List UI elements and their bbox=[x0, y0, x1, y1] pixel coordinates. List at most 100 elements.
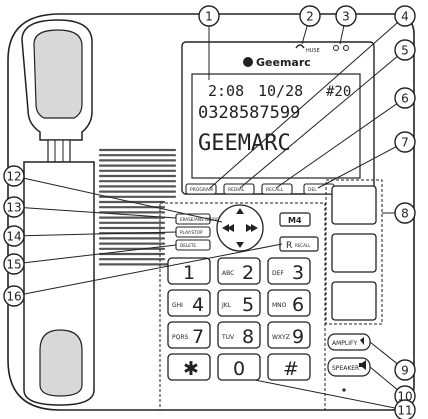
svg-text:PQRS: PQRS bbox=[172, 334, 189, 341]
svg-text:DELETE: DELETE bbox=[180, 243, 196, 248]
keypad-key-5[interactable]: JKL 5 bbox=[217, 289, 261, 317]
soft-key-2[interactable]: REDIAL bbox=[223, 183, 255, 195]
navigation-pad[interactable] bbox=[216, 204, 264, 252]
keypad-key-8[interactable]: TUV 8 bbox=[217, 321, 261, 349]
leader-line bbox=[13, 175, 223, 223]
svg-text:JKL: JKL bbox=[221, 302, 232, 309]
lcd-date: 10/28 bbox=[258, 82, 303, 100]
recall-button[interactable]: R RECALL bbox=[279, 236, 319, 252]
leader-line bbox=[13, 231, 177, 237]
svg-text:PROGRAM: PROGRAM bbox=[190, 187, 213, 193]
memory-key-3[interactable] bbox=[331, 281, 377, 321]
leader-line bbox=[209, 15, 406, 189]
svg-text:DEF: DEF bbox=[272, 270, 284, 277]
svg-text:3: 3 bbox=[342, 10, 350, 24]
svg-text:14: 14 bbox=[6, 230, 21, 244]
callout-16: 16 bbox=[3, 285, 25, 307]
svg-text:AMPLIFY: AMPLIFY bbox=[332, 340, 357, 347]
nav-down-arrow-icon[interactable] bbox=[236, 242, 244, 248]
keypad-key-12[interactable]: # bbox=[267, 353, 311, 381]
callout-1: 1 bbox=[198, 5, 220, 27]
speaker-grille bbox=[98, 148, 177, 266]
callout-5: 5 bbox=[394, 39, 416, 61]
soft-key-4[interactable]: DEL bbox=[303, 183, 335, 195]
nav-right-arrow-2-icon bbox=[246, 224, 253, 232]
svg-text:#: # bbox=[283, 358, 299, 380]
svg-text:0: 0 bbox=[233, 358, 245, 380]
svg-text:1: 1 bbox=[205, 10, 213, 24]
control-key-3[interactable]: DELETE bbox=[175, 239, 211, 251]
nav-left-arrow-2-icon bbox=[227, 224, 234, 232]
svg-text:15: 15 bbox=[6, 258, 21, 272]
keypad-frame bbox=[159, 202, 326, 411]
microphone-hole bbox=[342, 388, 346, 392]
soft-key-3[interactable]: RECALL bbox=[261, 183, 293, 195]
handset[interactable] bbox=[21, 19, 95, 406]
callout-12: 12 bbox=[3, 165, 25, 187]
svg-text:16: 16 bbox=[6, 290, 21, 304]
svg-text:2: 2 bbox=[306, 10, 314, 24]
svg-text:ERASE/ANS ON/OFF: ERASE/ANS ON/OFF bbox=[180, 217, 221, 222]
callout-6: 6 bbox=[394, 87, 416, 109]
nav-left-arrow-icon[interactable] bbox=[222, 224, 229, 232]
keypad-key-6[interactable]: MNO 6 bbox=[267, 289, 311, 317]
svg-text:RECALL: RECALL bbox=[295, 243, 311, 248]
callout-13: 13 bbox=[3, 196, 25, 218]
leader-line bbox=[317, 141, 406, 189]
lcd-count: #20 bbox=[326, 84, 351, 100]
callout-3: 3 bbox=[335, 5, 357, 27]
svg-text:WXYZ: WXYZ bbox=[272, 334, 290, 341]
svg-text:Geemarc: Geemarc bbox=[256, 56, 311, 69]
svg-text:REDIAL: REDIAL bbox=[228, 187, 245, 193]
leader-line bbox=[13, 244, 177, 265]
keypad-key-3[interactable]: DEF 3 bbox=[267, 257, 311, 285]
svg-text:SPEAKER: SPEAKER bbox=[332, 365, 359, 372]
svg-text:R: R bbox=[286, 241, 292, 251]
nav-up-arrow-icon[interactable] bbox=[236, 208, 244, 214]
svg-text:5: 5 bbox=[242, 294, 254, 316]
leader-line bbox=[275, 97, 406, 189]
svg-text:6: 6 bbox=[292, 294, 304, 316]
keypad-key-10[interactable]: ✱ bbox=[167, 353, 211, 381]
memory-key-1[interactable] bbox=[331, 185, 377, 225]
svg-text:TUV: TUV bbox=[221, 334, 235, 341]
svg-text:✱: ✱ bbox=[183, 358, 199, 380]
keypad-key-11[interactable]: 0 bbox=[217, 353, 261, 381]
svg-text:MNO: MNO bbox=[272, 302, 287, 309]
soft-key-1[interactable]: PROGRAM bbox=[185, 183, 217, 195]
svg-text:8: 8 bbox=[242, 326, 254, 348]
nav-right-arrow-icon[interactable] bbox=[251, 224, 258, 232]
amplify-button[interactable]: AMPLIFY bbox=[327, 333, 371, 351]
svg-text:7: 7 bbox=[401, 136, 409, 150]
lcd-name: GEEMARC bbox=[198, 131, 291, 156]
speaker-button[interactable]: SPEAKER bbox=[327, 357, 371, 377]
leader-line bbox=[239, 49, 406, 189]
memory-m4-button[interactable]: M4 bbox=[279, 212, 311, 227]
callout-15: 15 bbox=[3, 253, 25, 275]
svg-text:3: 3 bbox=[292, 262, 304, 284]
svg-text:9: 9 bbox=[292, 326, 304, 348]
control-key-2[interactable]: PLAY/STOP bbox=[175, 226, 211, 238]
callout-7: 7 bbox=[394, 131, 416, 153]
lcd-time: 2:08 bbox=[208, 82, 244, 100]
svg-text:7: 7 bbox=[192, 326, 204, 348]
lcd-number: 0328587599 bbox=[198, 103, 300, 123]
memory-keys-frame bbox=[325, 179, 383, 325]
svg-text:M4: M4 bbox=[288, 216, 302, 225]
svg-text:4: 4 bbox=[192, 294, 204, 316]
svg-text:ABC: ABC bbox=[222, 270, 234, 277]
hook-indicator: HUSE bbox=[295, 44, 320, 54]
memory-key-2[interactable] bbox=[331, 233, 377, 273]
svg-text:8: 8 bbox=[401, 207, 409, 221]
svg-text:11: 11 bbox=[397, 404, 412, 418]
leader-line bbox=[13, 243, 283, 297]
lcd-screen bbox=[191, 73, 361, 179]
svg-text:5: 5 bbox=[401, 44, 409, 58]
svg-text:13: 13 bbox=[6, 201, 21, 215]
svg-text:10: 10 bbox=[397, 390, 412, 404]
